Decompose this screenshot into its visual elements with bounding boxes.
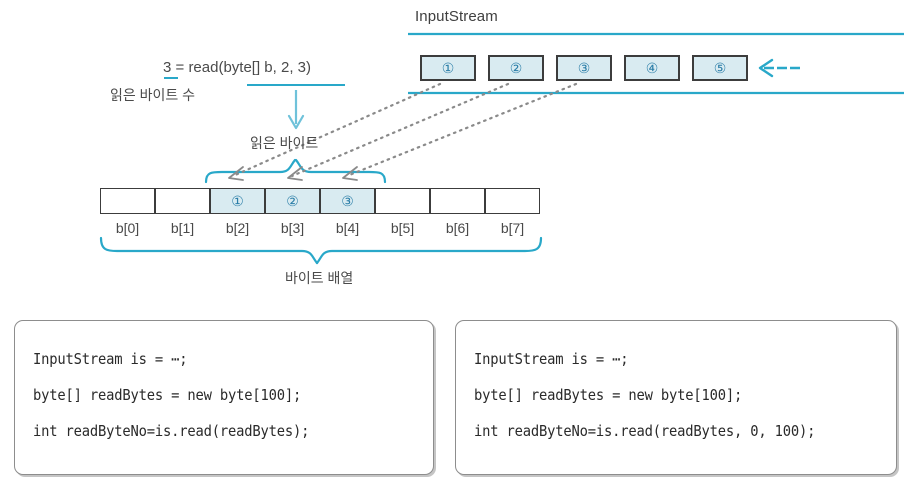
array-label-b7: b[7] (500, 220, 525, 236)
read-bytes-brace (204, 158, 387, 184)
args-down-arrow-icon (287, 90, 305, 130)
array-cell-b1 (155, 188, 210, 214)
stream-element-1: ① (420, 55, 476, 81)
array-cell-b7 (485, 188, 540, 214)
code-line-2: byte[] readBytes = new byte[100]; (33, 386, 302, 404)
array-cell-b3: ② (265, 188, 320, 214)
code-line-3: int readByteNo=is.read(readBytes); (33, 422, 310, 440)
label-bytes-read: 읽은 바이트 (250, 135, 319, 151)
array-cell-b3-marker: ② (286, 193, 299, 209)
array-cell-b4: ③ (320, 188, 375, 214)
array-cell-b6 (430, 188, 485, 214)
code-example-read-all: InputStream is = ⋯; byte[] readBytes = n… (14, 320, 434, 475)
stream-element-4-marker: ④ (645, 60, 659, 76)
array-cell-b5 (375, 188, 430, 214)
input-stream-label: InputStream (415, 8, 498, 25)
stream-flow-arrow-icon (758, 58, 800, 78)
stream-element-5-marker: ⑤ (713, 60, 727, 76)
array-label-b4: b[4] (335, 220, 360, 236)
array-label-b6: b[6] (445, 220, 470, 236)
stream-element-3-marker: ③ (577, 60, 591, 76)
byte-array-brace (99, 236, 543, 265)
array-label-b3: b[3] (280, 220, 305, 236)
read-return-value: 3 (163, 59, 172, 76)
stream-element-2-marker: ② (509, 60, 523, 76)
array-cell-b4-marker: ③ (341, 193, 354, 209)
code-line-1: InputStream is = ⋯; (474, 350, 629, 368)
stream-element-4: ④ (624, 55, 680, 81)
code-example-read-offset-len: InputStream is = ⋯; byte[] readBytes = n… (455, 320, 897, 475)
read-signature-text: = read(byte[] b, 2, 3) (171, 59, 312, 76)
code-line-3: int readByteNo=is.read(readBytes, 0, 100… (474, 422, 816, 440)
array-cell-b2: ① (210, 188, 265, 214)
array-label-b5: b[5] (390, 220, 415, 236)
array-cell-b0 (100, 188, 155, 214)
read-expression: 3 = read(byte[] b, 2, 3) (163, 59, 311, 76)
array-label-b2: b[2] (225, 220, 250, 236)
stream-element-1-marker: ① (441, 60, 455, 76)
stream-element-2: ② (488, 55, 544, 81)
connector-2 (287, 82, 510, 181)
array-cell-b2-marker: ① (231, 193, 244, 209)
code-line-1: InputStream is = ⋯; (33, 350, 188, 368)
connector-3 (342, 82, 578, 181)
label-byte-array: 바이트 배열 (285, 270, 354, 286)
stream-element-5: ⑤ (692, 55, 748, 81)
array-label-b1: b[1] (170, 220, 195, 236)
code-line-2: byte[] readBytes = new byte[100]; (474, 386, 743, 404)
array-label-b0: b[0] (115, 220, 140, 236)
label-bytes-read-count: 읽은 바이트 수 (110, 87, 196, 103)
connector-1 (228, 82, 442, 181)
stream-element-3: ③ (556, 55, 612, 81)
